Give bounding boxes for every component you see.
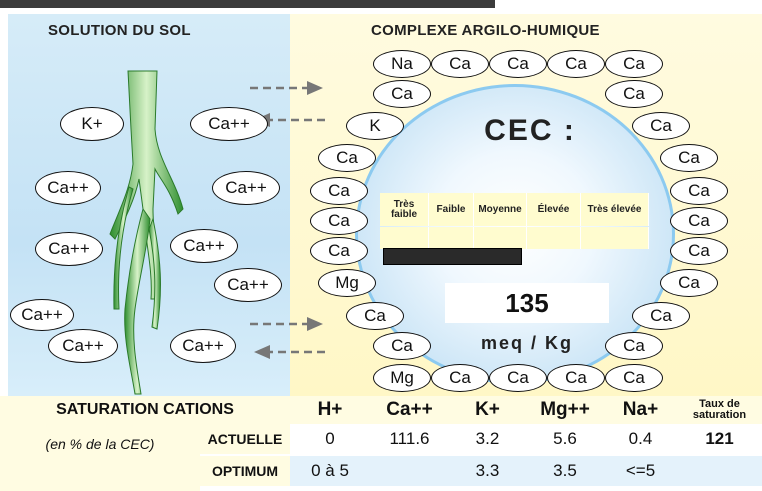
cec-scale-gauge-cell xyxy=(581,227,649,249)
complex-ion: Ca xyxy=(670,237,728,265)
table-column-header: Na+ xyxy=(604,396,677,424)
cec-scale-gauge-cell xyxy=(429,227,474,249)
solution-ion: Ca++ xyxy=(170,329,236,363)
table-title: SATURATION CATIONS xyxy=(0,396,290,424)
table-cell: 3.5 xyxy=(526,456,604,486)
complex-ion: Ca xyxy=(373,332,431,360)
cec-scale-level: Très élevée xyxy=(581,193,649,226)
cec-scale-level: Faible xyxy=(429,193,474,226)
complex-ion: Ca xyxy=(310,237,368,265)
complex-ion: Ca xyxy=(605,364,663,392)
complex-ion: Mg xyxy=(373,364,431,392)
top-bar xyxy=(0,0,762,14)
table-column-header: Taux de saturation xyxy=(677,396,762,424)
table-cell: 0 à 5 xyxy=(290,456,370,486)
complex-ion: Ca xyxy=(431,364,489,392)
complex-ion: Ca xyxy=(310,207,368,235)
complex-ion: K xyxy=(346,112,404,140)
complex-ion: Ca xyxy=(605,332,663,360)
solution-ion: Ca++ xyxy=(214,268,282,302)
complex-ion: Ca xyxy=(605,80,663,108)
complex-ion: Ca xyxy=(318,144,376,172)
cec-value: 135 xyxy=(445,283,609,323)
soil-solution-title: SOLUTION DU SOL xyxy=(48,22,191,39)
solution-ion: Ca++ xyxy=(35,232,103,266)
complex-ion: Ca xyxy=(670,207,728,235)
complex-ion: Ca xyxy=(431,50,489,78)
cec-scale-level: Moyenne xyxy=(474,193,527,226)
exchange-arrows xyxy=(250,81,325,359)
table-cell: 3.3 xyxy=(449,456,526,486)
solution-ion: Ca++ xyxy=(35,171,101,205)
table-column-header: H+ xyxy=(290,396,370,424)
solution-ion: K+ xyxy=(60,107,124,141)
complex-ion: Ca xyxy=(605,50,663,78)
complex-ion: Ca xyxy=(489,364,547,392)
complex-ion: Ca xyxy=(489,50,547,78)
complex-ion: Mg xyxy=(318,269,376,297)
complex-ion: Ca xyxy=(373,80,431,108)
table-column-header: Mg++ xyxy=(526,396,604,424)
solution-ion: Ca++ xyxy=(10,299,74,331)
table-row-label: OPTIMUM xyxy=(200,456,290,486)
table-column-header: K+ xyxy=(449,396,526,424)
table-cell: <=5 xyxy=(604,456,677,486)
complex-ion: Ca xyxy=(632,112,690,140)
plant-root-illustration xyxy=(109,70,184,395)
cec-gauge-bar xyxy=(383,248,522,265)
table-cell xyxy=(677,456,762,486)
cec-scale-level: Élevée xyxy=(527,193,581,226)
complex-ion: Ca xyxy=(547,364,605,392)
complex-ion: Ca xyxy=(632,302,690,330)
solution-ion: Ca++ xyxy=(48,329,118,363)
table-cell: 5.6 xyxy=(553,429,577,448)
cec-scale-gauge-cell xyxy=(380,227,429,249)
complex-ion: Ca xyxy=(670,177,728,205)
cec-title: CEC : xyxy=(484,114,576,147)
table-cell: 0 xyxy=(325,429,335,448)
table-cell: 111.6 xyxy=(389,429,430,448)
cec-unit: meq / Kg xyxy=(480,333,573,353)
table-subtitle: (en % de la CEC) xyxy=(45,436,155,452)
saturation-table: SATURATION CATIONS H+Ca++K+Mg++Na+Taux d… xyxy=(0,396,762,491)
table-cell: 0.4 xyxy=(628,429,653,448)
cec-scale-gauge-cell xyxy=(527,227,581,249)
complex-ion: Ca xyxy=(310,177,368,205)
table-row-label: ACTUELLE xyxy=(200,424,290,454)
cec-scale-level: Très faible xyxy=(380,193,429,226)
table-body-bg xyxy=(0,424,200,491)
complex-ion: Ca xyxy=(547,50,605,78)
solution-ion: Ca++ xyxy=(212,171,280,205)
cec-scale-gauge-cell xyxy=(474,227,527,249)
table-column-header: Ca++ xyxy=(370,396,449,424)
cation-exchange-diagram: SOLUTION DU SOL COMPLEXE ARGILO-HUMIQUE xyxy=(0,14,762,396)
top-bar-dark-strip xyxy=(0,0,495,8)
complex-ion: Ca xyxy=(346,302,404,330)
table-cell: 121 xyxy=(705,429,734,448)
solution-ion: Ca++ xyxy=(190,107,268,141)
complex-title: COMPLEXE ARGILO-HUMIQUE xyxy=(371,22,600,39)
table-cell: 3.2 xyxy=(475,429,500,448)
complex-ion: Ca xyxy=(660,269,718,297)
table-cell xyxy=(370,456,449,486)
solution-ion: Ca++ xyxy=(170,229,238,263)
complex-ion: Ca xyxy=(660,144,718,172)
complex-ion: Na xyxy=(373,50,431,78)
